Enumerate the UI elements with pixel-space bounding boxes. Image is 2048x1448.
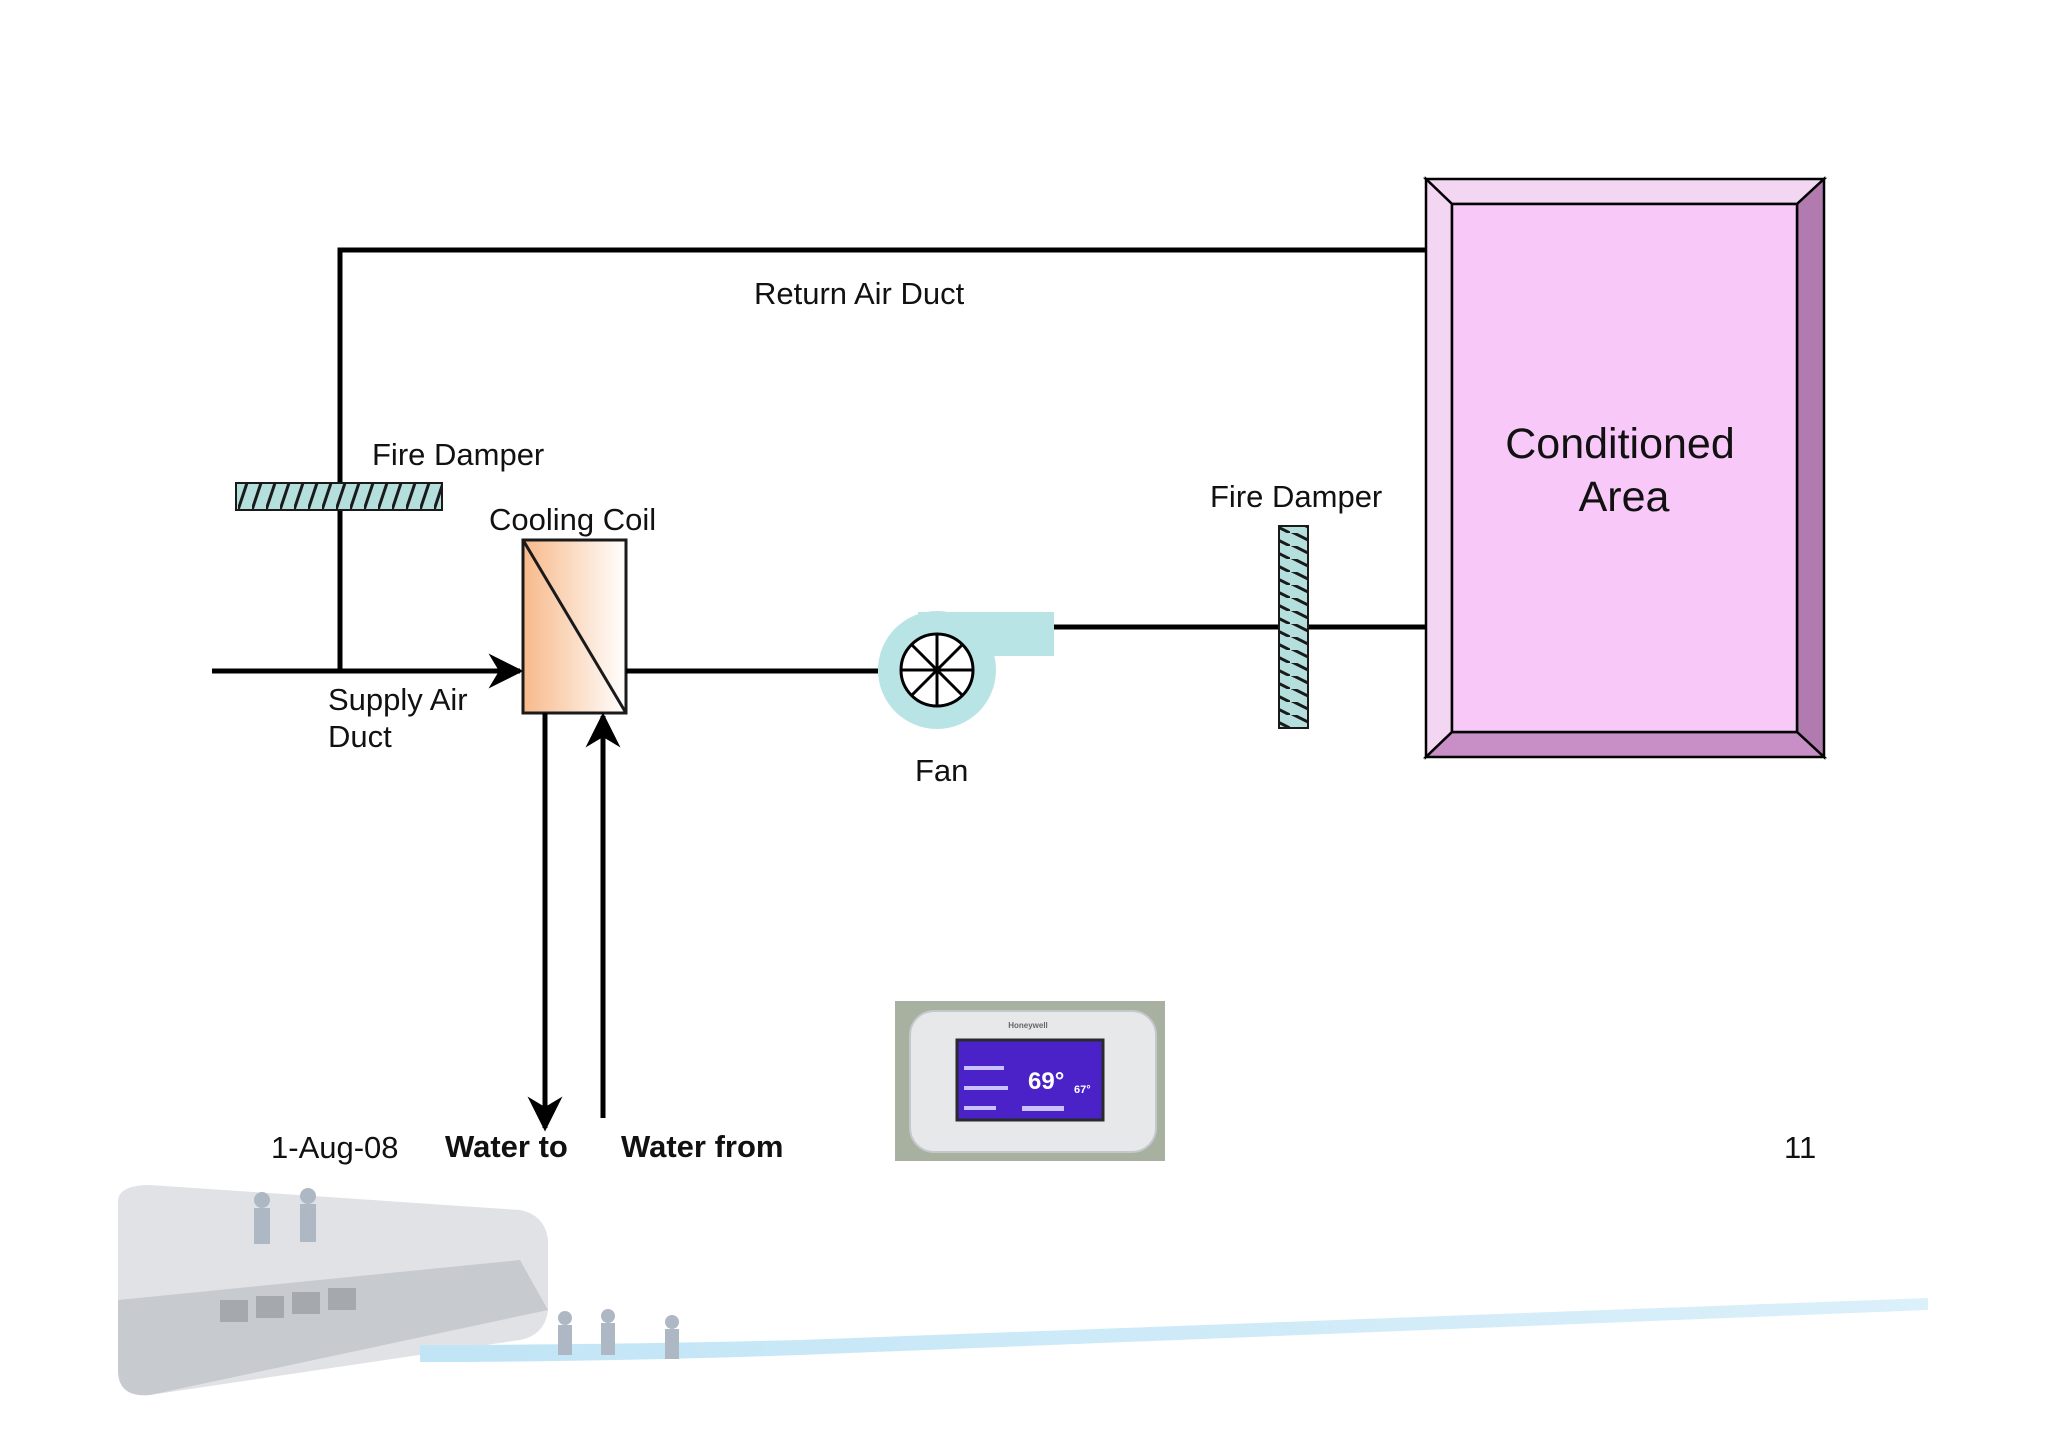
- conditioned-area-bevel-right: [1795, 176, 1826, 760]
- network-cable: [420, 1298, 1928, 1362]
- fire-damper-return-label: Fire Damper: [372, 437, 544, 472]
- return-air-duct-label: Return Air Duct: [754, 276, 965, 311]
- supply-air-duct-label: Duct: [328, 719, 392, 754]
- worker-figure: [254, 1188, 679, 1359]
- cooling-coil-diagonal: [521, 539, 628, 714]
- router-port: [328, 1288, 356, 1310]
- thermostat-brand: Honeywell: [1008, 1021, 1048, 1030]
- fire-damper-supply-hatch: [1279, 526, 1308, 728]
- fire-damper-supply-label: Fire Damper: [1210, 479, 1382, 514]
- thermostat-info-line: [964, 1106, 996, 1110]
- conditioned-area-bevel-left: [1424, 176, 1454, 760]
- thermostat-indoor-temp: 69°: [1028, 1068, 1064, 1095]
- fan-blades-icon: [901, 634, 973, 706]
- thermostat-set-temp: 67°: [1074, 1084, 1091, 1096]
- water-to-label: Water to: [445, 1129, 568, 1164]
- conditioned-area-label: Area: [1579, 473, 1670, 521]
- supply-air-duct-label: Supply Air: [328, 682, 468, 717]
- router-port: [256, 1296, 284, 1318]
- conditioned-area-bevel-top: [1422, 177, 1828, 206]
- background-router-illustration: [118, 1185, 1928, 1396]
- router-port: [292, 1292, 320, 1314]
- page-number: 11: [1784, 1130, 1816, 1165]
- water-from-label: Water from: [621, 1129, 783, 1164]
- conditioned-area-face: [1450, 202, 1799, 734]
- return-air-duct: [337, 247, 1425, 670]
- conditioned-area-label: Conditioned: [1505, 420, 1735, 468]
- router-front: [118, 1260, 548, 1396]
- thermostat-info-line: [964, 1086, 1008, 1090]
- thermostat-info-line: [964, 1066, 1004, 1070]
- thermostat-bottom-bar: [1022, 1106, 1064, 1111]
- fan: [878, 611, 1054, 729]
- thermostat-photo: Honeywell 69° 67°: [895, 1001, 1165, 1161]
- footer-date: 1-Aug-08: [271, 1130, 399, 1165]
- fire-damper-return-hatch: [236, 483, 442, 510]
- cooling-coil-label: Cooling Coil: [489, 502, 656, 537]
- fan-label: Fan: [915, 753, 968, 788]
- conditioned-area: [1422, 176, 1828, 760]
- conditioned-area-bevel-bottom: [1422, 730, 1828, 759]
- router-port: [220, 1300, 248, 1322]
